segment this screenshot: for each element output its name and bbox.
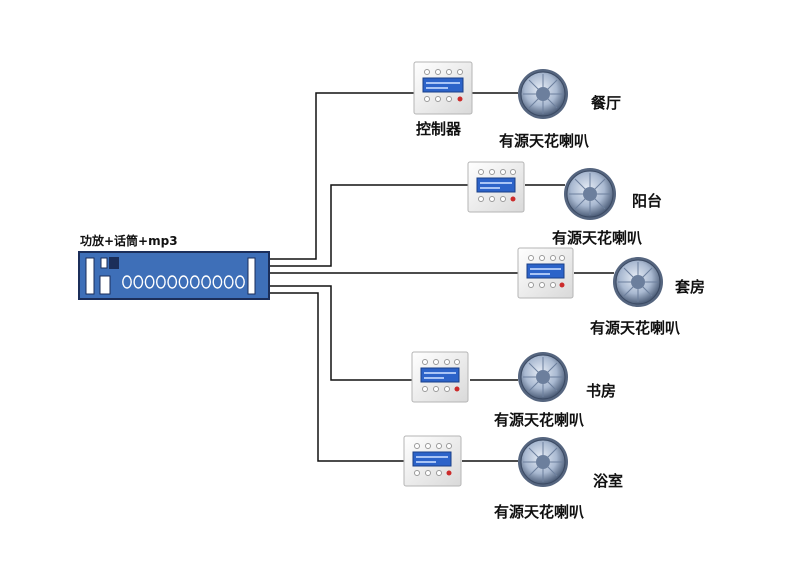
amplifier-knob [155, 275, 166, 289]
amplifier-knob [133, 275, 144, 289]
speaker-zone-5 [518, 437, 568, 487]
amplifier-mic-jack [99, 275, 111, 295]
amplifier-slot-left [85, 257, 95, 295]
room-label-zone-4: 书房 [586, 382, 616, 400]
amplifier-slot-right [247, 257, 256, 295]
controller-lcd [422, 77, 464, 93]
amplifier-knob [122, 275, 132, 289]
room-label-zone-1: 餐厅 [591, 94, 621, 112]
controller-lcd [412, 451, 452, 467]
amplifier-label: 功放+话筒+mp3 [80, 233, 178, 248]
amplifier-knob [167, 275, 178, 289]
controller-zone-4 [411, 351, 469, 403]
speaker-label-zone-2: 有源天花喇叭 [552, 229, 642, 247]
room-label-zone-2: 阳台 [632, 192, 662, 210]
controller-zone-1 [413, 61, 473, 115]
controller-lcd [476, 177, 516, 193]
controller-zone-2 [467, 161, 525, 213]
speaker-zone-3 [613, 257, 663, 307]
speaker-zone-1 [518, 69, 568, 119]
wire-zone-4 [270, 285, 412, 381]
room-label-zone-3: 套房 [674, 278, 705, 296]
room-label-zone-5: 浴室 [593, 472, 623, 490]
amplifier-knob-row [122, 275, 245, 289]
wire-zone-1 [270, 92, 414, 260]
speaker-label-zone-5: 有源天花喇叭 [494, 503, 584, 521]
controller-lcd [420, 367, 460, 383]
wire-zone-2 [270, 184, 468, 267]
speaker-label-zone-3: 有源天花喇叭 [590, 319, 680, 337]
wire-zone-5 [270, 292, 404, 462]
amplifier-knob [189, 275, 200, 289]
speaker-zone-4 [518, 352, 568, 402]
amplifier-knob [235, 275, 245, 289]
speaker-zone-2 [564, 168, 616, 220]
amplifier-knob [212, 275, 223, 289]
controller-zone-5 [403, 435, 462, 487]
amplifier-unit: 功放+话筒+mp3 [78, 233, 270, 300]
amplifier-power-button [109, 257, 119, 269]
controller-zone-3 [517, 247, 574, 299]
speaker-label-zone-4: 有源天花喇叭 [494, 411, 584, 429]
amplifier-knob [178, 275, 189, 289]
amplifier-knob [201, 275, 212, 289]
wiring [270, 92, 614, 462]
controller-lcd [526, 263, 565, 279]
speaker-label-zone-1: 有源天花喇叭 [499, 132, 589, 150]
amplifier-indicator [100, 257, 108, 269]
amplifier-knob [144, 275, 155, 289]
amplifier-knob [223, 275, 234, 289]
controller-label: 控制器 [416, 120, 462, 138]
